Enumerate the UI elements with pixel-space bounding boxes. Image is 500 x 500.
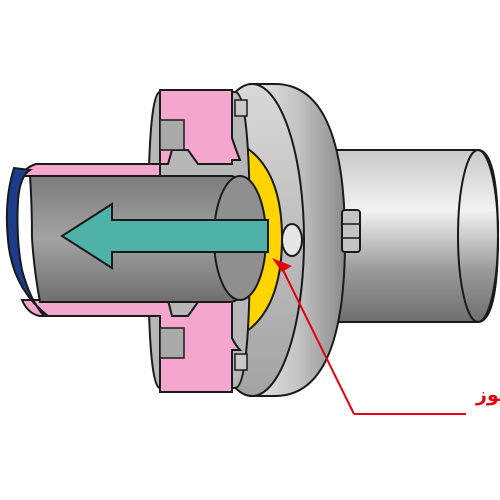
pipe-end-edge — [5, 166, 51, 317]
bolt-hole-bottom — [159, 327, 185, 359]
callout-leader — [272, 258, 466, 415]
bolt-hole-top — [159, 119, 185, 151]
right-pipe — [324, 149, 500, 323]
callout-label: واشر نسوز — [475, 384, 500, 406]
arrow-left-icon — [60, 202, 269, 270]
bolt-icon — [341, 209, 361, 253]
stud-bolt — [281, 223, 303, 257]
